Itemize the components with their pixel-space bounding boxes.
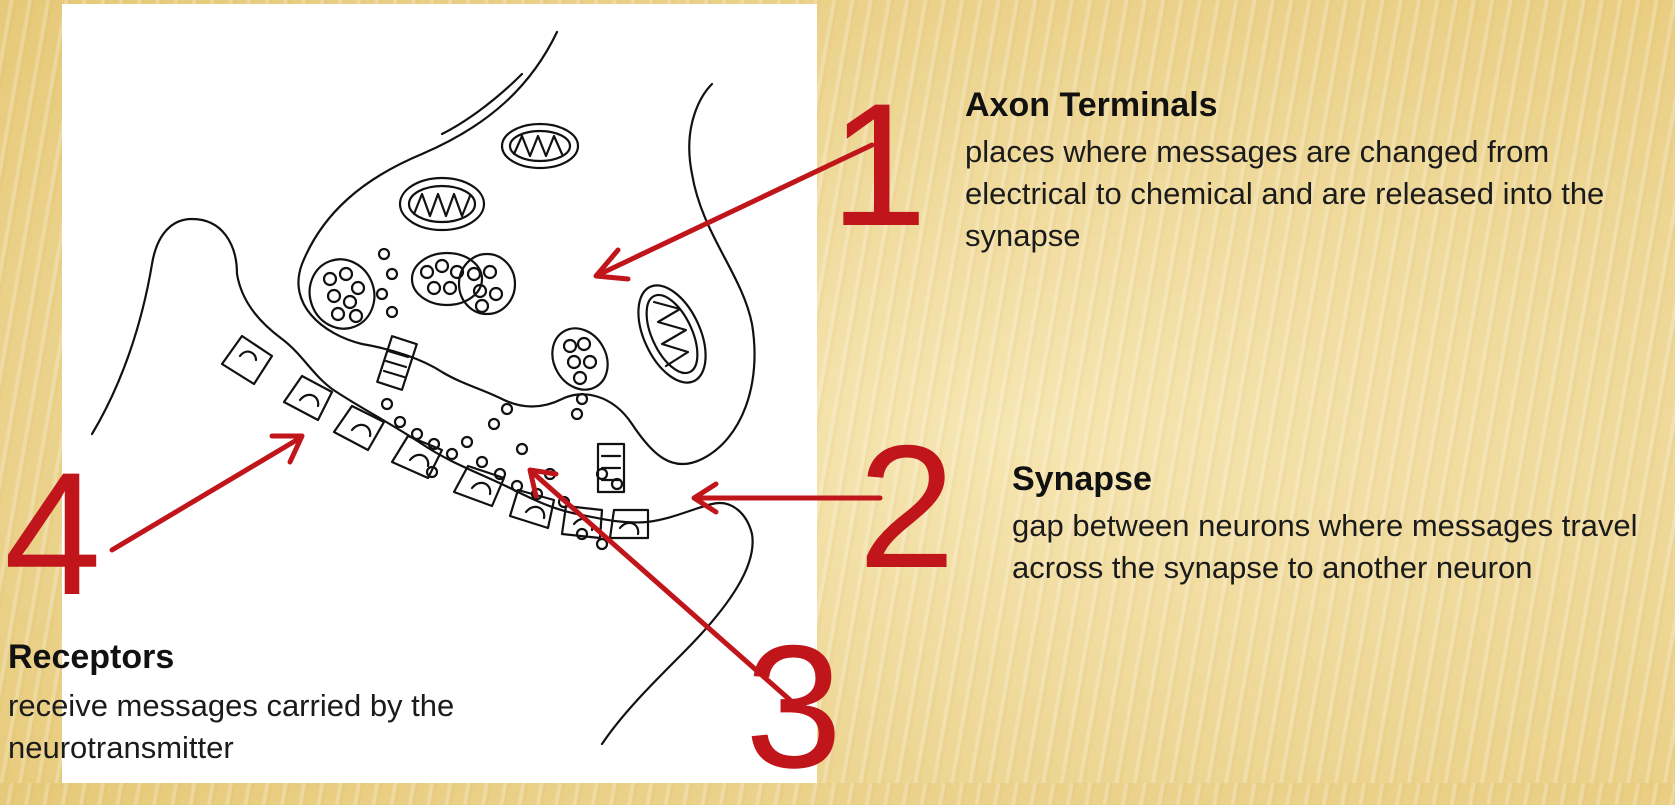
arrow-2 [694,484,880,512]
label-description: gap between neurons where messages trave… [1012,505,1662,589]
arrow-4 [112,436,302,550]
slide: 1 2 3 4 Axon Terminals places where mess… [0,0,1675,783]
label-number-1: 1 [830,78,927,253]
label-description: receive messages carried by the neurotra… [8,685,608,769]
label-receptors: Receptors receive messages carried by th… [8,638,608,769]
label-title: Synapse [1012,460,1662,499]
label-synapse: Synapse gap between neurons where messag… [1012,460,1662,589]
label-number-3: 3 [745,620,842,795]
label-title: Receptors [8,638,608,677]
label-axon-terminals: Axon Terminals places where messages are… [965,86,1625,257]
label-number-4: 4 [4,447,101,622]
label-title: Axon Terminals [965,86,1625,125]
label-description: places where messages are changed from e… [965,131,1625,257]
label-number-2: 2 [858,420,955,595]
